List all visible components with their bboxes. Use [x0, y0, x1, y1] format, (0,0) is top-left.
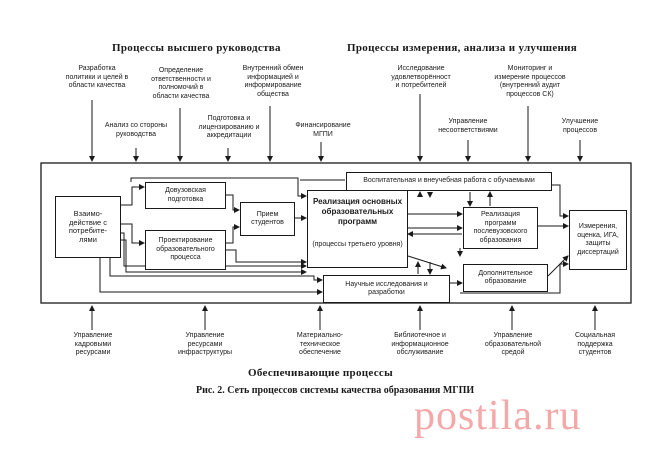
header-management-processes: Процессы высшего руководства — [112, 42, 281, 54]
flow-arrow — [226, 194, 240, 213]
core-programs-subtitle: (процессы третьего уровня) — [312, 241, 403, 248]
flow-arrow — [552, 184, 569, 219]
top-input-label: Мониторинг и измерение процессов (внутре… — [494, 65, 566, 98]
top-input-label: Анализ со стороны руководства — [104, 122, 168, 138]
top-input-label: Исследование удовлетворённост и потребит… — [391, 65, 451, 89]
flow-arrow — [120, 223, 145, 246]
flow-arrow — [130, 177, 307, 199]
top-input-label: Разработка политики и целей в области ка… — [65, 65, 129, 89]
box-additional-education: Дополнительное образование — [463, 264, 548, 292]
box-research-development: Научные исследования и разработки — [323, 275, 450, 303]
bottom-input-label: Управление кадровыми ресурсами — [73, 332, 113, 356]
top-input-label: Определение ответственности и полномочий… — [151, 67, 211, 100]
top-input-label: Управление несоответствиями — [438, 118, 498, 134]
bottom-input-label: Библиотечное и информационное обслуживан… — [391, 332, 449, 356]
box-consumer-interaction: Взаимо- действие с потребите- лями — [55, 196, 121, 258]
flow-arrow — [99, 258, 323, 295]
flow-arrow — [407, 255, 447, 270]
box-measurement-assessment: Измерения, оценка, ИГА, защиты диссертац… — [569, 210, 627, 270]
bottom-input-label: Социальная поддержка студентов — [574, 332, 616, 356]
top-input-label: Подготовка и лицензированию и аккредитац… — [198, 115, 260, 139]
top-input-label: Внутренний обмен информацией и информиро… — [242, 65, 304, 98]
box-educational-design: Проектирование образовательного процесса — [145, 230, 226, 270]
watermark-logo: postila.ru — [414, 393, 582, 439]
flow-arrow — [460, 261, 569, 294]
flow-arrow — [226, 224, 240, 244]
top-input-label: Финансирование МГПИ — [295, 122, 351, 138]
flow-arrow — [120, 239, 307, 275]
bottom-input-label: Материально- техническое обеспечение — [296, 332, 344, 356]
flow-arrow — [109, 230, 323, 283]
flow-arrow — [226, 249, 307, 265]
box-student-admission: Прием студентов — [240, 202, 295, 236]
top-input-label: Улучшение процессов — [561, 118, 599, 134]
figure-caption: Рис. 2. Сеть процессов системы качества … — [196, 385, 475, 396]
box-upbringing-work: Воспитательная и внеучебная работа с обу… — [346, 172, 552, 191]
bottom-input-label: Управление ресурсами инфраструктуры — [177, 332, 233, 356]
box-preuniversity-training: Довузовская подготовка — [145, 182, 226, 209]
box-core-programs: Реализация основных образовательных прог… — [307, 190, 408, 268]
main-frame — [40, 162, 632, 304]
header-measurement-processes: Процессы измерения, анализа и улучшения — [347, 42, 578, 54]
flow-arrow — [120, 184, 145, 206]
core-programs-title: Реализация основных образовательных прог… — [312, 197, 403, 226]
bottom-input-label: Управление образовательной средой — [484, 332, 542, 356]
flow-arrow — [547, 255, 569, 277]
header-supporting-processes: Обеспечивающие процессы — [248, 367, 393, 379]
box-postgraduate-programs: Реализация программ послевузовского обра… — [463, 207, 538, 249]
